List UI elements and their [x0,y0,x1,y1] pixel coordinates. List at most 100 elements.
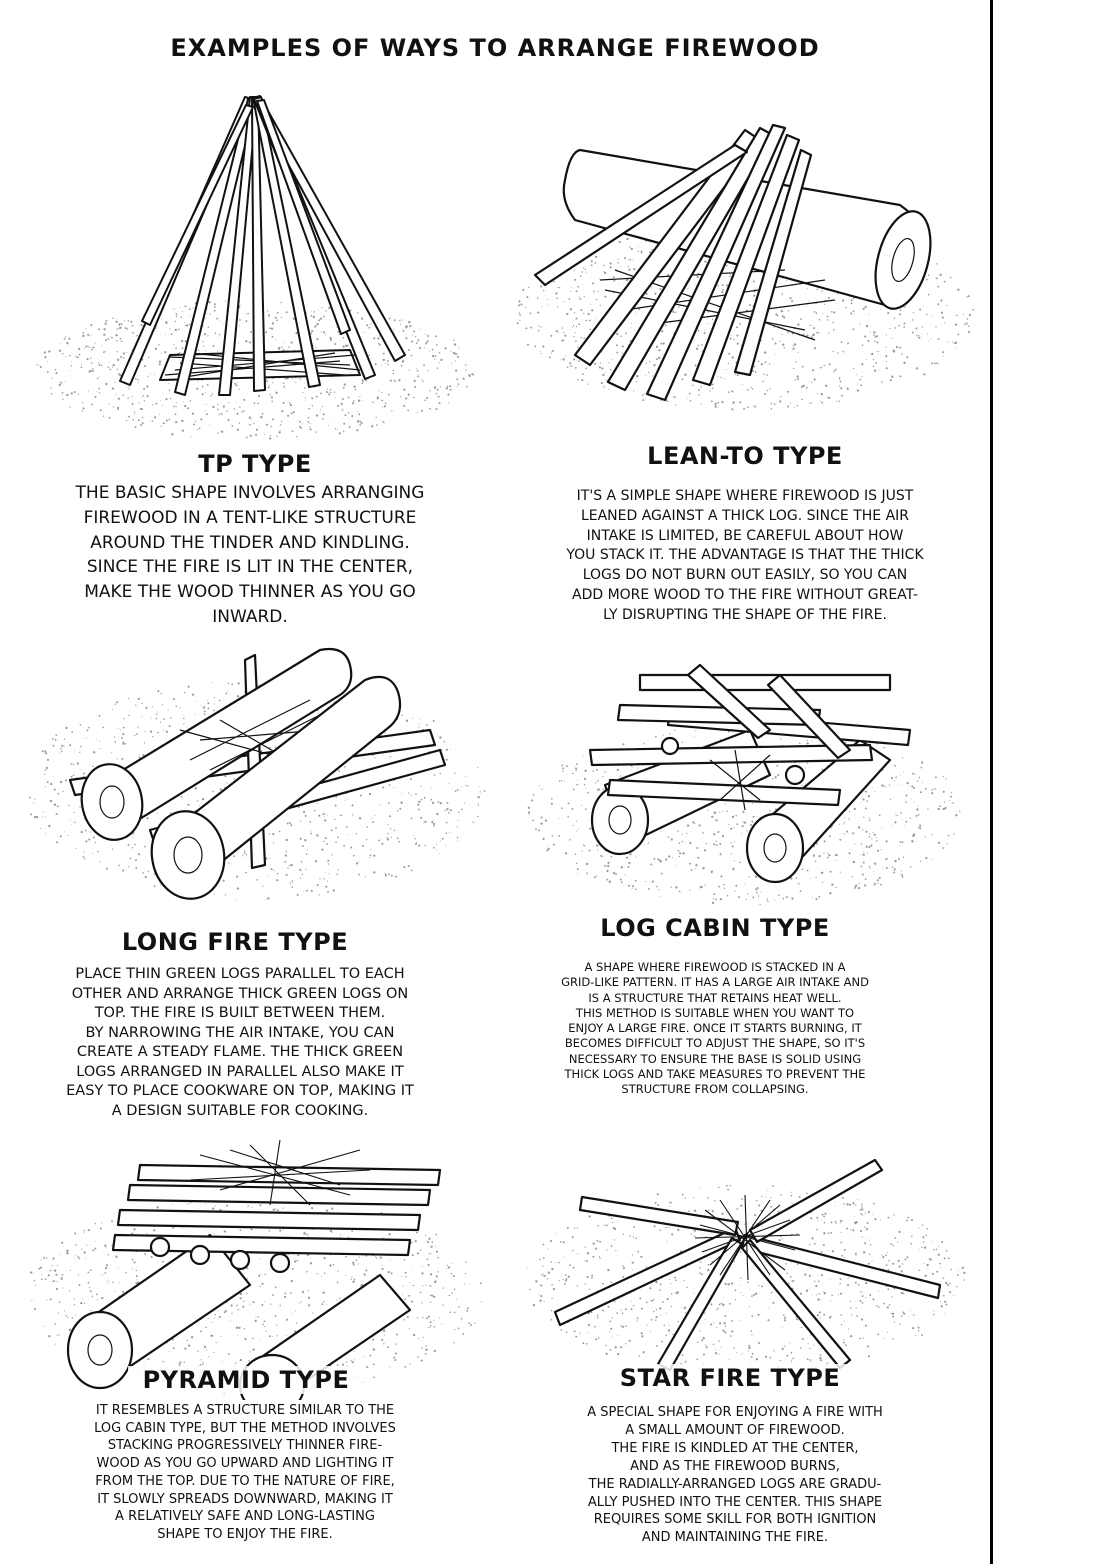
ground-dot [652,375,653,377]
ground-dot [901,876,904,878]
ground-dot [722,810,724,812]
ground-dot [213,309,216,312]
ground-dot [374,757,376,759]
ground-dot [310,1257,312,1259]
ground-dot [675,859,677,861]
ground-dot [578,296,580,298]
ground-dot [423,796,426,799]
ground-dot [65,356,67,358]
ground-dot [56,1280,58,1283]
ground-dot [405,337,408,340]
ground-dot [137,379,139,381]
ground-dot [703,332,706,335]
ground-dot [588,849,591,852]
ground-dot [429,1321,432,1324]
ground-dot [313,311,315,313]
ground-dot [942,847,944,850]
ground-dot [279,429,281,431]
ground-dot [264,1273,267,1276]
ground-dot [433,1295,436,1299]
ground-dot [734,890,736,892]
ground-dot [740,1284,742,1286]
ground-dot [417,1337,420,1339]
ground-dot [731,408,734,411]
ground-dot [205,403,207,405]
ground-dot [897,1259,900,1262]
ground-dot [550,334,553,337]
ground-dot [124,327,127,330]
ground-dot [172,1347,175,1350]
ground-dot [70,392,73,395]
ground-dot [572,824,574,827]
ground-dot [114,703,116,705]
ground-dot [107,366,110,369]
ground-dot [430,1245,433,1248]
ground-dot [339,814,342,817]
ground-dot [246,1267,249,1270]
ground-dot [432,846,435,849]
description-line: BECOMES DIFFICULT TO ADJUST THE SHAPE, S… [564,1036,866,1051]
ground-dot [181,339,184,343]
ground-dot [787,331,789,334]
ground-dot [52,744,55,747]
grid-log [588,743,874,767]
ground-dot [820,401,822,402]
ground-dot [439,837,441,839]
ground-dot [895,346,899,349]
ground-dot [919,824,922,827]
ground-dot [743,821,746,824]
ground-dot [50,782,53,786]
ground-dot [901,347,903,349]
ground-dot [222,879,225,882]
ground-dot [840,387,843,390]
ground-dot [625,332,627,335]
ground-dot [828,363,831,366]
ground-dot [311,405,314,407]
ground-dot [116,318,118,320]
ground-dot [431,348,434,351]
ground-dot [290,1279,293,1283]
ground-dot [183,321,185,323]
ground-dot [263,1325,265,1328]
ground-dot [660,343,662,345]
ground-dot [542,837,545,841]
ground-dot [174,405,176,407]
ground-dot [203,333,207,336]
ground-dot [111,336,113,339]
ground-dot [405,719,409,722]
ground-dot [332,889,335,892]
ground-dot [405,397,407,400]
ground-dot [437,801,440,803]
ground-dot [565,1331,568,1334]
ground-dot [765,1196,767,1198]
ground-dot [861,1291,863,1293]
ground-dot [739,323,741,325]
ground-dot [715,803,717,805]
ground-dot [601,351,603,353]
ground-dot [305,1233,307,1236]
ground-dot [704,260,707,263]
ground-dot [405,326,408,329]
ground-dot [559,1241,562,1243]
ground-dot [773,326,775,328]
ground-dot [75,1254,77,1256]
ground-dot [872,1213,874,1215]
ground-dot [583,784,586,786]
ground-dot [477,803,479,805]
ground-dot [219,321,221,323]
ground-dot [252,1337,254,1340]
ground-dot [881,382,883,384]
ground-dot [792,347,795,350]
ground-dot [937,338,940,341]
ground-dot [68,1290,71,1292]
ground-dot [63,338,66,340]
ground-dot [88,370,91,373]
ground-dot [218,699,221,702]
ground-dot [927,808,929,810]
ground-dot [949,276,952,279]
ground-dot [818,318,821,321]
ground-dot [785,896,788,899]
ground-dot [55,813,58,816]
ground-dot [771,338,774,340]
ground-dot [65,1315,67,1317]
